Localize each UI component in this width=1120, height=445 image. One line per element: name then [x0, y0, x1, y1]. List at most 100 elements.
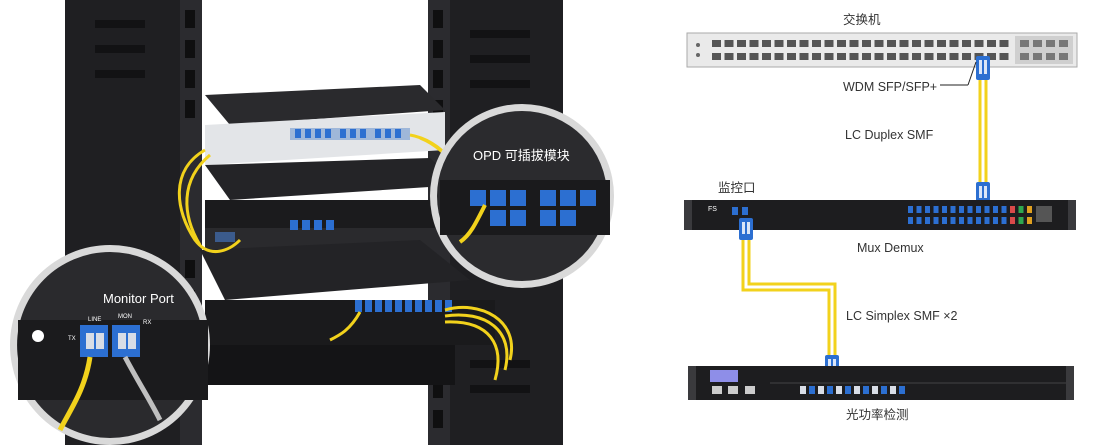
mux-port [967, 206, 973, 213]
switch-port [762, 53, 771, 60]
switch-port [924, 53, 934, 60]
opm-port [827, 386, 833, 394]
switch-port [737, 53, 746, 60]
fs-logo: FS [708, 206, 717, 213]
switch-uplink-port [1059, 53, 1068, 60]
port-line-label: LINE [88, 317, 101, 323]
switch-port [949, 53, 959, 60]
switch-port [812, 40, 821, 47]
switch-port [937, 53, 946, 60]
port-mon-label: MON [118, 314, 132, 320]
switch-port [924, 40, 934, 47]
mux-port [908, 206, 913, 213]
switch-port [987, 40, 996, 47]
switch-port [974, 40, 984, 47]
switch-port [812, 53, 821, 60]
opm-port [872, 386, 878, 394]
switch-port [837, 40, 846, 47]
switch-port [724, 53, 734, 60]
switch-port [987, 53, 996, 60]
opd-callout: OPD 可插拔模块 [430, 104, 614, 288]
switch-port [999, 40, 1009, 47]
lc-simplex-fibers [741, 240, 837, 358]
switch-uplink-port [1046, 40, 1055, 47]
switch-port [799, 40, 809, 47]
switch-uplink-port [1033, 40, 1042, 47]
mux-port [967, 217, 973, 224]
mux-port [959, 217, 964, 224]
switch-port [787, 53, 796, 60]
switch-port [912, 40, 921, 47]
mux-port [916, 206, 922, 213]
lc-duplex-fiber [978, 80, 988, 182]
mux-port [1018, 206, 1024, 213]
opm-port [845, 386, 851, 394]
mux-port [1010, 217, 1015, 224]
mux-port [925, 217, 930, 224]
wdm-module [976, 56, 990, 80]
switch-port [849, 40, 859, 47]
mux-port [984, 206, 990, 213]
lc-duplex-label: LC Duplex SMF [845, 128, 934, 142]
lc-duplex-connector [976, 182, 990, 204]
mux-port [976, 206, 981, 213]
mux-port [925, 206, 930, 213]
switch-port [937, 40, 946, 47]
switch-port [962, 40, 971, 47]
switch-uplink-port [1059, 40, 1068, 47]
mux-port [950, 217, 956, 224]
switch-port [774, 53, 784, 60]
opm-port [809, 386, 815, 394]
switch-uplink-port [1020, 53, 1029, 60]
opm-port [881, 386, 887, 394]
opm-label: 光功率检测 [846, 407, 909, 422]
mux-port [1027, 217, 1032, 224]
switch-label: 交换机 [843, 12, 881, 27]
switch-uplink-port [1020, 40, 1029, 47]
switch-port-grid [712, 40, 1068, 60]
wdm-label: WDM SFP/SFP+ [843, 80, 937, 94]
switch-port [899, 40, 909, 47]
switch-port [762, 40, 771, 47]
mux-port [933, 217, 939, 224]
mux-port [984, 217, 990, 224]
mux-demux-label: Mux Demux [857, 241, 924, 255]
opd-callout-label: OPD 可插拔模块 [473, 148, 570, 163]
monitor-callout-label: Monitor Port [103, 291, 174, 306]
mux-port [1027, 206, 1032, 213]
mux-port [1001, 217, 1007, 224]
switch-port [887, 53, 896, 60]
switch-port [724, 40, 734, 47]
opm-port [800, 386, 806, 394]
switch-port [999, 53, 1009, 60]
switch-port [849, 53, 859, 60]
switch-port [749, 40, 759, 47]
mux-port [933, 206, 939, 213]
opm-port [899, 386, 905, 394]
mux-port [993, 217, 998, 224]
switch-port [874, 40, 884, 47]
monitor-callout: TX LINE MON RX Monitor Port [10, 245, 210, 445]
switch-port [862, 40, 871, 47]
switch-port [824, 53, 834, 60]
opm-port-grid [800, 386, 905, 394]
mux-port [959, 206, 964, 213]
switch-port [949, 40, 959, 47]
switch-port [749, 53, 759, 60]
mux-port [942, 217, 947, 224]
switch-uplink-port [1046, 53, 1055, 60]
switch-port [862, 53, 871, 60]
mux-port-grid [908, 206, 1032, 224]
switch-port [787, 40, 796, 47]
mux-port [1001, 206, 1007, 213]
switch-port [874, 53, 884, 60]
wdm-pointer-line [967, 61, 977, 86]
opm-port [890, 386, 896, 394]
mux-port [916, 217, 922, 224]
switch-port [712, 53, 721, 60]
mux-port [908, 217, 913, 224]
opm-port [854, 386, 860, 394]
connection-diagram: 交换机 WDM SFP/SFP+ LC Duplex SMF 监控口 FS Mu… [684, 12, 1078, 422]
opm-port [818, 386, 824, 394]
switch-port [962, 53, 971, 60]
